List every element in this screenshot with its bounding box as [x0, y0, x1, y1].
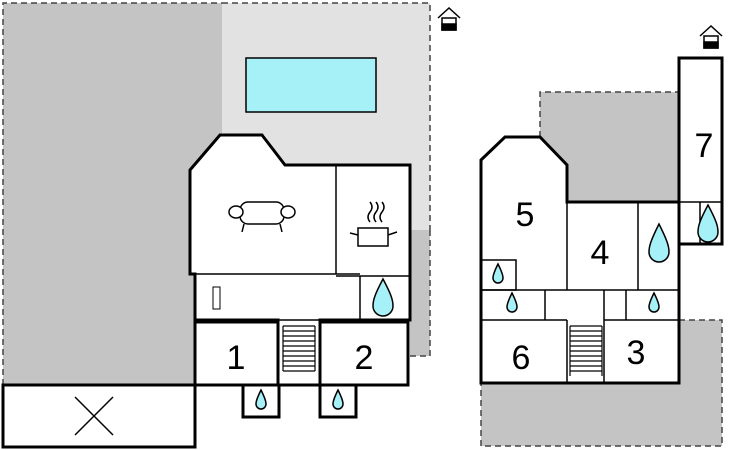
room-4-label: 4 — [591, 234, 610, 272]
water-drop-icon — [492, 262, 504, 284]
water-drop-icon — [255, 388, 267, 410]
swimming-pool-icon — [245, 57, 377, 113]
room-2 — [318, 320, 410, 387]
room-3-label: 3 — [627, 334, 646, 372]
water-drop-icon — [648, 222, 670, 263]
stairs-icon-right — [569, 325, 603, 376]
room-6-label: 6 — [512, 339, 531, 377]
room-7-label: 7 — [695, 127, 714, 165]
water-drop-icon — [697, 203, 719, 243]
right-building — [479, 56, 724, 385]
right-building-walls — [479, 135, 681, 385]
house-icon — [437, 6, 461, 31]
garden-area-left — [3, 3, 222, 385]
outdoor-areas — [2, 2, 723, 447]
water-drop-icon — [332, 388, 344, 410]
room-1 — [193, 320, 280, 387]
room-2-label: 2 — [355, 339, 374, 377]
garden-area-right-top — [540, 92, 679, 202]
left-building — [1, 133, 412, 449]
room-labels: 1 2 3 4 5 6 7 — [227, 127, 714, 377]
sofa-icon — [228, 201, 296, 233]
house-icon — [699, 24, 723, 49]
room-1-label: 1 — [227, 339, 246, 377]
water-drop-icon — [372, 277, 394, 317]
cooking-pot-icon — [349, 201, 398, 247]
water-drop-icon — [648, 291, 660, 313]
stairs-icon — [282, 325, 316, 372]
water-drop-icons — [255, 203, 719, 410]
room-5-label: 5 — [516, 196, 535, 234]
terrace-x-icon — [1, 383, 197, 449]
side-strip — [410, 230, 430, 356]
window — [212, 286, 221, 310]
water-drop-icon — [506, 291, 518, 313]
